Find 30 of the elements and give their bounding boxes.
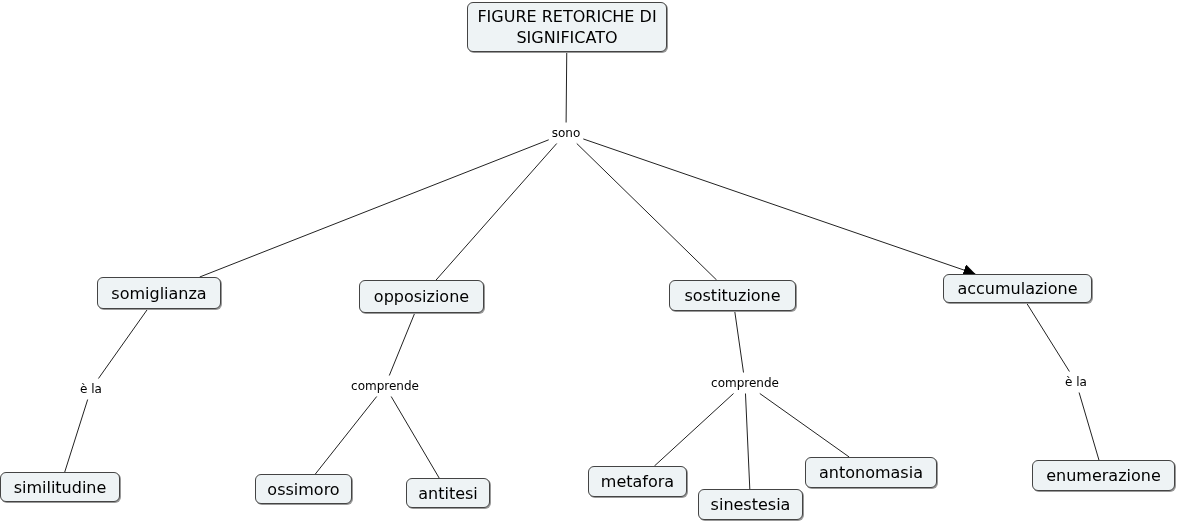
connector-line [759,393,850,458]
concept-box: FIGURE RETORICHE DI SIGNIFICATO [467,2,667,52]
connector-line [64,399,89,473]
concept-box: sostituzione [669,280,796,311]
concept-box: ossimoro [255,474,352,504]
linking-phrase: comprende [711,375,779,391]
concept-box: accumulazione [943,274,1092,303]
connector-line [1078,392,1100,461]
connector-line [435,143,558,281]
connector-line [390,396,440,479]
concept-box: metafora [588,466,687,497]
connector-line [388,312,416,376]
concept-box: similitudine [0,472,120,502]
concept-box: antitesi [406,478,490,508]
concept-box: enumerazione [1032,460,1175,491]
concept-box: antonomasia [805,457,937,488]
connector-line [576,143,718,281]
connector-line [734,310,744,373]
concept-box: somiglianza [97,277,221,309]
connector-line [199,139,550,278]
connector-line [582,138,976,276]
linking-phrase: comprende [351,378,419,394]
connector-line [565,51,568,123]
connector-line [653,393,735,467]
connector-line [97,308,149,379]
concept-box: opposizione [359,280,484,313]
concept-box: sinestesia [698,489,803,520]
connector-line [1026,302,1070,372]
connector-line [314,396,378,475]
connector-line [745,393,751,490]
